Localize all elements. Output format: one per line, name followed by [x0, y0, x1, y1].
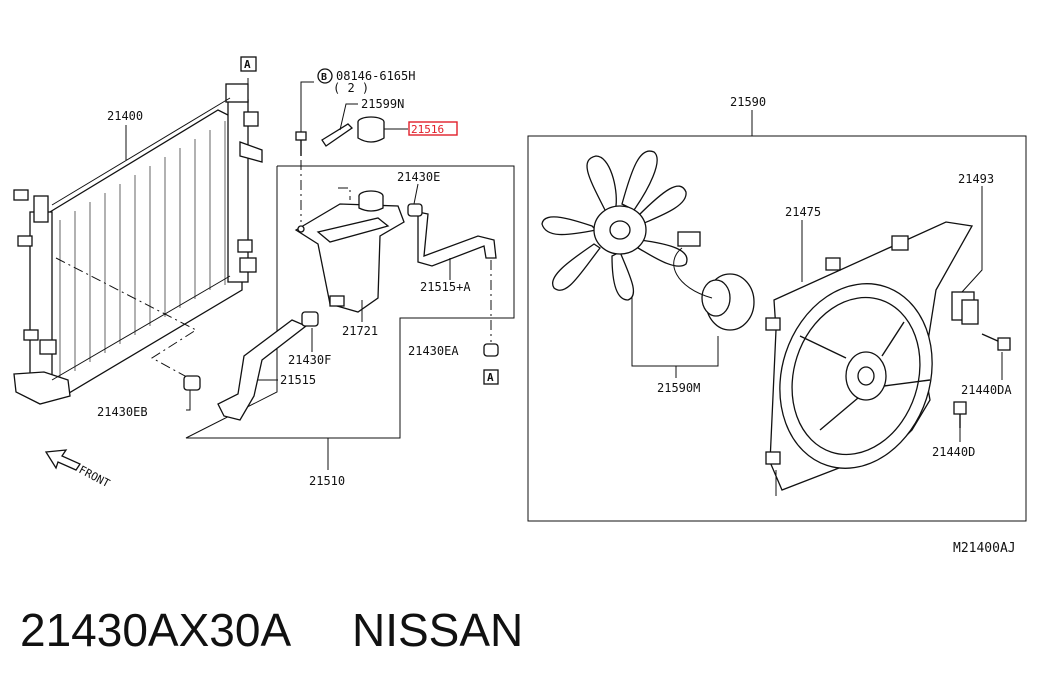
- label-relay: 21493: [958, 172, 994, 186]
- cap: [357, 116, 385, 143]
- fan-assembly-outline: [527, 135, 1027, 522]
- label-reservoir-set: 21510: [309, 474, 345, 488]
- fan-motor: [673, 231, 755, 331]
- label-bolt-qty: ( 2 ): [333, 81, 369, 95]
- label-clamp-f: 21430F: [288, 353, 331, 367]
- label-cap-highlight: 21516: [408, 121, 458, 136]
- bolt: [295, 131, 307, 156]
- callout-a-top: A: [240, 56, 257, 72]
- label-clamp-e: 21430E: [397, 170, 440, 184]
- label-radiator: 21400: [107, 109, 143, 123]
- label-shroud: 21475: [785, 205, 821, 219]
- hose: [217, 319, 308, 421]
- label-fan-motor: 21590M: [657, 381, 700, 395]
- clamp-eb: [183, 375, 201, 391]
- clamp-f: [301, 311, 319, 327]
- label-bolt: 08146-6165H: [336, 69, 415, 83]
- svg-text:B: B: [321, 72, 327, 83]
- fan-shroud: [765, 221, 974, 491]
- fan-blade: [541, 150, 688, 301]
- radiator: [13, 78, 263, 405]
- label-clamp-eb: 21430EB: [97, 405, 148, 419]
- bolt-da: [981, 333, 1011, 351]
- label-bolt-d: 21440D: [932, 445, 975, 459]
- callout-a-bottom: A: [483, 369, 499, 385]
- svg-text:A: A: [487, 371, 494, 384]
- diagram-code: M21400AJ: [953, 541, 1016, 556]
- hose-a: [417, 211, 497, 267]
- label-hose-a: 21515+A: [420, 280, 471, 294]
- clamp-e: [407, 203, 423, 217]
- label-hose: 21515: [280, 373, 316, 387]
- radiator-core-fins: [59, 121, 226, 380]
- reservoir-tank: [294, 190, 405, 313]
- label-front: FRONT: [77, 463, 113, 490]
- clamp-ea: [483, 343, 499, 357]
- label-clamp-ea: 21430EA: [408, 344, 459, 358]
- label-fan-assembly: 21590: [730, 95, 766, 109]
- svg-text:21516: 21516: [411, 123, 444, 136]
- label-bolt-da: 21440DA: [961, 383, 1012, 397]
- bracket: [321, 123, 354, 147]
- label-bracket: 21599N: [361, 97, 404, 111]
- relay: [951, 291, 979, 325]
- bolt-d: [953, 401, 967, 428]
- reservoir-set-outline: [185, 165, 515, 439]
- part-number: 21430AX30A: [20, 604, 291, 656]
- front-arrow: FRONT: [44, 449, 113, 490]
- svg-text:A: A: [244, 58, 251, 71]
- brand-name: NISSAN: [352, 604, 523, 656]
- bolt-b-badge: B: [317, 68, 333, 84]
- label-reservoir: 21721: [342, 324, 378, 338]
